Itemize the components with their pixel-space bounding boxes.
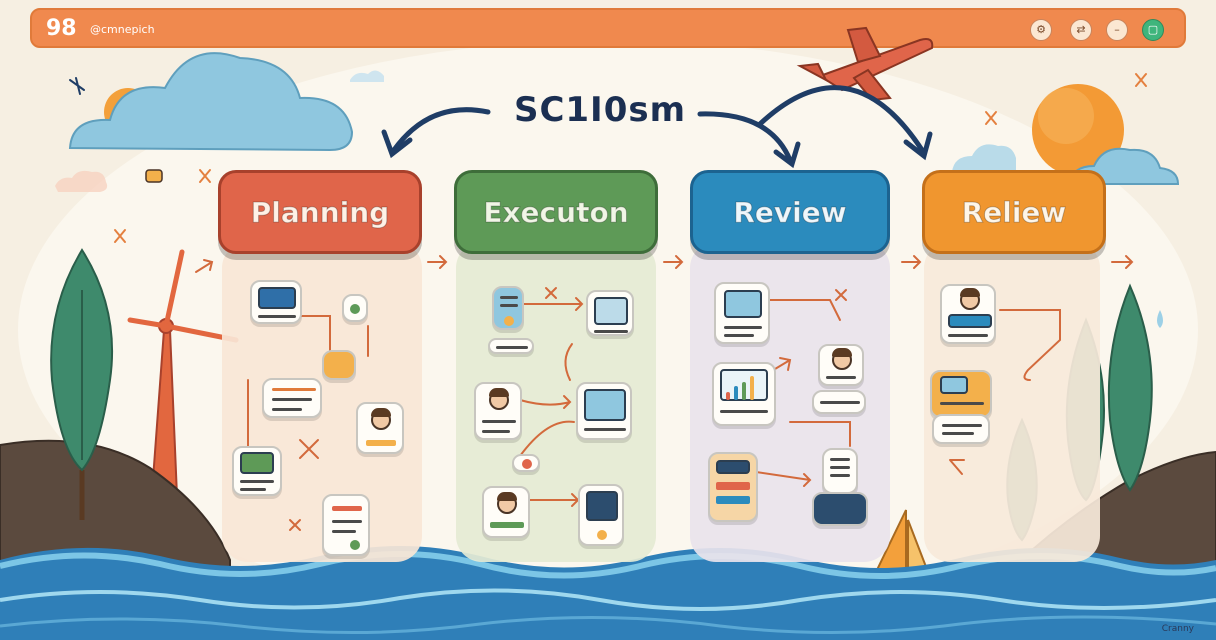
review-card-calculator[interactable] bbox=[708, 452, 758, 522]
planning-card-briefcase[interactable] bbox=[322, 350, 356, 380]
execution-card-badge[interactable] bbox=[578, 484, 624, 546]
review-card-chart[interactable] bbox=[712, 362, 776, 426]
execution-card-profile[interactable] bbox=[586, 290, 634, 336]
diagram-title: SC1I0sm bbox=[513, 90, 687, 130]
planning-card-computer[interactable] bbox=[250, 280, 302, 324]
planning-card-download[interactable] bbox=[342, 294, 368, 322]
tree-right-2 bbox=[1107, 283, 1153, 492]
execution-card-file[interactable] bbox=[492, 286, 524, 330]
review-card-mail[interactable] bbox=[714, 282, 770, 344]
relief-card-person[interactable] bbox=[940, 284, 996, 344]
minimize-icon[interactable]: – bbox=[1106, 19, 1128, 41]
top-bar: 98 @cmnepich ⚙ ⇄ – ▢ bbox=[30, 8, 1186, 48]
stage-planning[interactable]: Planning bbox=[218, 170, 422, 254]
planning-card-person[interactable] bbox=[356, 402, 404, 454]
execution-card-avatar[interactable] bbox=[482, 486, 530, 538]
planning-card-notes[interactable] bbox=[262, 378, 322, 418]
stage-review[interactable]: Review bbox=[690, 170, 890, 254]
maximize-icon[interactable]: ▢ bbox=[1142, 19, 1164, 41]
planning-card-document[interactable] bbox=[232, 446, 282, 496]
top-bar-handle: @cmnepich bbox=[90, 23, 155, 36]
review-card-panel[interactable] bbox=[812, 492, 868, 526]
top-bar-number: 98 bbox=[46, 16, 77, 41]
execution-card-tag[interactable] bbox=[512, 454, 540, 472]
stage-execution[interactable]: Executon bbox=[454, 170, 658, 254]
settings-icon[interactable]: ⚙ bbox=[1030, 19, 1052, 41]
review-card-notes[interactable] bbox=[812, 390, 866, 414]
review-card-person[interactable] bbox=[818, 344, 864, 386]
relief-card-notes[interactable] bbox=[932, 414, 990, 444]
cloud-left bbox=[68, 52, 354, 152]
share-icon[interactable]: ⇄ bbox=[1070, 19, 1092, 41]
relief-card-photo[interactable] bbox=[930, 370, 992, 418]
review-card-file[interactable] bbox=[822, 448, 858, 494]
execution-card-label[interactable] bbox=[488, 338, 534, 354]
execution-card-person[interactable] bbox=[474, 382, 522, 440]
execution-card-dashboard[interactable] bbox=[576, 382, 632, 440]
credit-signature: Cranny bbox=[1161, 624, 1194, 634]
stage-relief[interactable]: Reliew bbox=[922, 170, 1106, 254]
planning-card-report[interactable] bbox=[322, 494, 370, 556]
